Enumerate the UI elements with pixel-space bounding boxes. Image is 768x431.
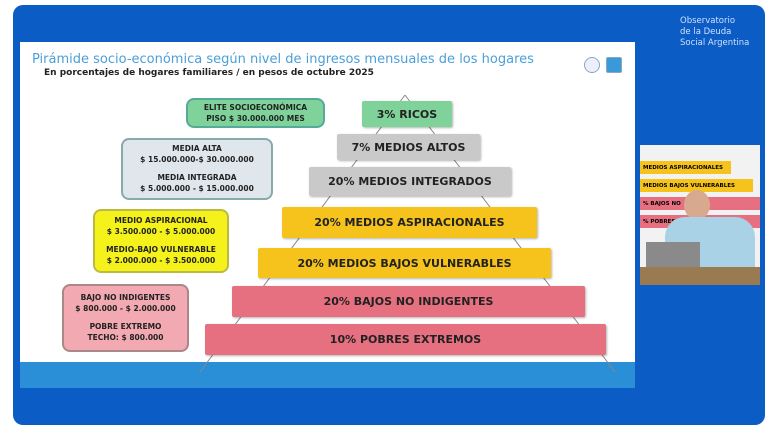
org-line: Social Argentina: [680, 38, 750, 48]
desk: [640, 267, 760, 285]
pyramid-level-medios-aspiracionales: 20% MEDIOS ASPIRACIONALES: [282, 207, 537, 238]
box-name: POBRE EXTREMO: [89, 322, 162, 331]
university-logo-icon: [584, 57, 600, 73]
org-line: Observatorio: [680, 16, 736, 26]
box-name: MEDIO-BAJO VULNERABLE: [106, 245, 216, 254]
box-range: TECHO: $ 800.000: [87, 333, 164, 342]
box-name: ELITE SOCIOECONÓMICA: [203, 102, 308, 112]
box-name: MEDIA INTEGRADA: [157, 173, 237, 182]
box-range: $ 15.000.000-$ 30.000.000: [140, 155, 254, 164]
box-range: $ 5.000.000 - $ 15.000.000: [140, 184, 254, 193]
pyramid-level-medios-integrados: 20% MEDIOS INTEGRADOS: [309, 167, 511, 196]
organization-name: Observatorio de la Deuda Social Argentin…: [680, 16, 749, 49]
pyramid-level-medios-bajos-vulnerables: 20% MEDIOS BAJOS VULNERABLES: [258, 248, 551, 278]
speaker-webcam: MEDIOS ASPIRACIONALES MEDIOS BAJOS VULNE…: [640, 145, 760, 285]
speaker-head: [684, 190, 710, 220]
box-bajo: BAJO NO INDIGENTES $ 800.000 - $ 2.000.0…: [62, 284, 189, 352]
box-range: PISO $ 30.000.000 MES: [206, 113, 305, 123]
box-name: MEDIA ALTA: [172, 144, 222, 153]
pyramid-level-bajos-no-indigentes: 20% BAJOS NO INDIGENTES: [232, 286, 585, 317]
slide-footer-strip: [20, 362, 635, 388]
box-media: MEDIA ALTA $ 15.000.000-$ 30.000.000 MED…: [121, 138, 273, 200]
camera-bar: MEDIOS ASPIRACIONALES: [640, 161, 731, 174]
box-elite: ELITE SOCIOECONÓMICA PISO $ 30.000.000 M…: [186, 98, 325, 128]
observatory-logo-icon: [606, 57, 622, 73]
pyramid-level-ricos: 3% RICOS: [362, 101, 452, 127]
box-medio: MEDIO ASPIRACIONAL $ 3.500.000 - $ 5.000…: [93, 209, 229, 273]
box-range: $ 2.000.000 - $ 3.500.000: [106, 256, 216, 265]
box-range: $ 800.000 - $ 2.000.000: [75, 304, 176, 313]
slide-title: Pirámide socio-económica según nivel de …: [32, 52, 534, 67]
camera-bar: MEDIOS BAJOS VULNERABLES: [640, 179, 753, 192]
pyramid-level-pobres-extremos: 10% POBRES EXTREMOS: [205, 324, 606, 355]
box-name: MEDIO ASPIRACIONAL: [114, 216, 208, 225]
box-name: BAJO NO INDIGENTES: [80, 293, 171, 302]
slide-subtitle: En porcentajes de hogares familiares / e…: [44, 68, 374, 78]
org-line: de la Deuda: [680, 27, 732, 37]
box-range: $ 3.500.000 - $ 5.000.000: [106, 227, 216, 236]
pyramid-level-medios-altos: 7% MEDIOS ALTOS: [337, 134, 480, 160]
